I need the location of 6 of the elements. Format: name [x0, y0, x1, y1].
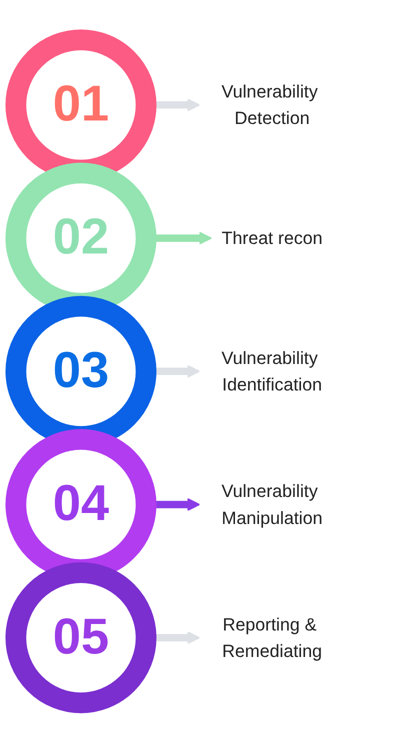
node-text: Reporting & Remediating: [222, 614, 322, 662]
node-text: Vulnerability Manipulation: [221, 480, 323, 528]
node-text: Threat recon: [222, 228, 323, 249]
node-text: Vulnerability Identification: [221, 348, 322, 396]
node-circle: 05: [5, 562, 156, 714]
node-text: Vulnerability Detection: [221, 81, 318, 129]
